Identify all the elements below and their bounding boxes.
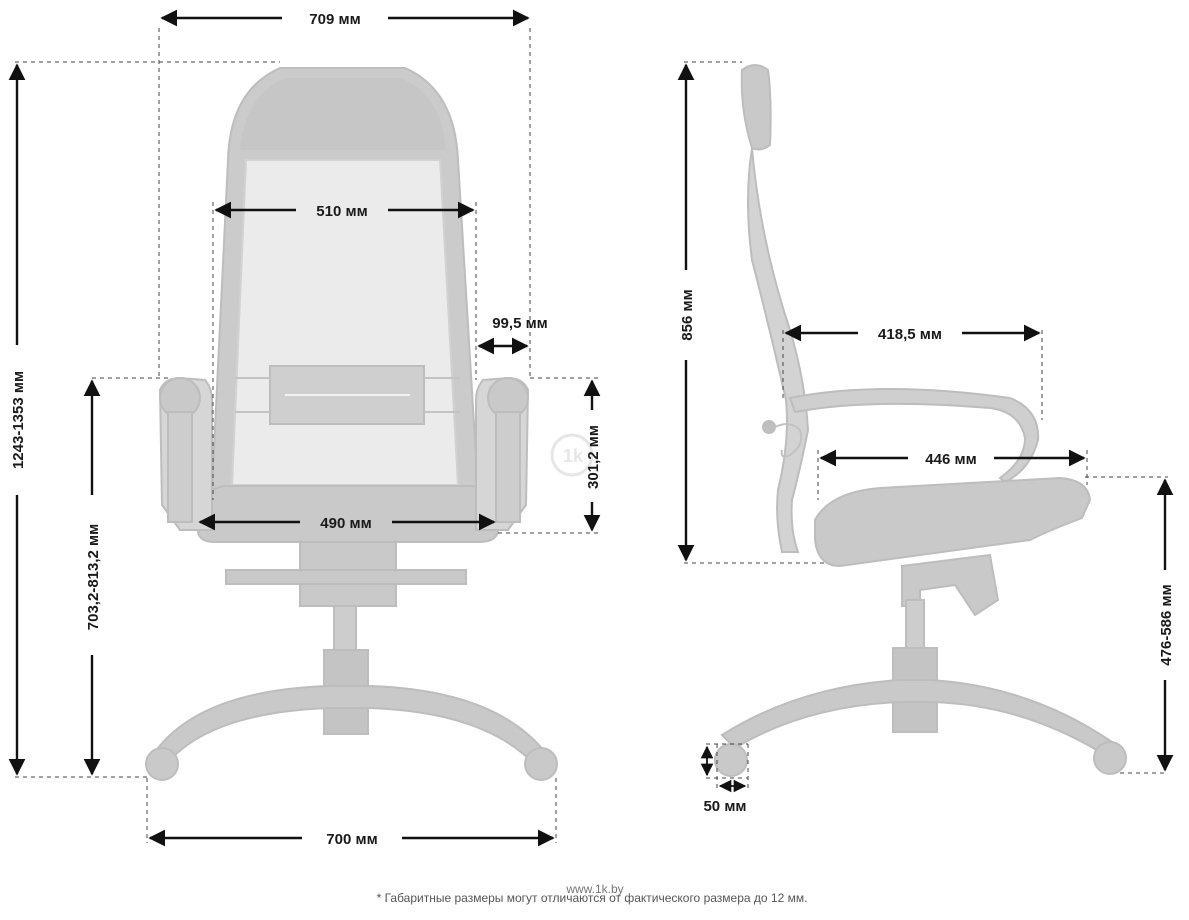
back-width-label: 510 мм [316, 203, 367, 220]
watermark-logo: 1k [550, 433, 594, 477]
overall-width-label: 709 мм [309, 11, 360, 28]
front-seat [196, 485, 499, 543]
caster-size-label: 50 мм [703, 798, 746, 815]
svg-text:1k: 1k [563, 446, 584, 466]
watermark-text: www.1k.by [565, 882, 623, 896]
armrest-offset-label: 99,5 мм [492, 315, 548, 332]
front-headrest [240, 78, 446, 150]
side-right-caster [1093, 741, 1127, 775]
overall-height-label: 1243-1353 мм [10, 371, 27, 469]
armrest-height-label: 703,2-813,2 мм [85, 524, 102, 630]
side-adjustment-knob [762, 420, 776, 434]
side-left-caster [714, 743, 748, 777]
front-gas-lift [333, 605, 357, 657]
armrest-above-seat-label: 301,2 мм [585, 425, 602, 489]
side-seat [814, 476, 1092, 568]
side-backrest [747, 147, 810, 553]
side-gas-lift [905, 599, 925, 653]
front-view-chair [145, 67, 558, 781]
front-left-caster [145, 747, 179, 781]
back-height-label: 856 мм [679, 289, 696, 340]
front-right-caster [524, 747, 558, 781]
seat-height-label: 476-586 мм [1158, 584, 1175, 665]
side-armrest [788, 388, 1040, 484]
guide-lines [15, 28, 1168, 843]
back-depth-label: 418,5 мм [878, 326, 942, 343]
side-view-chair [714, 64, 1127, 777]
dimension-arrows [8, 9, 1174, 847]
footnote: * Габаритные размеры могут отличаются от… [377, 891, 808, 905]
base-width-label: 700 мм [326, 831, 377, 848]
seat-width-label: 490 мм [320, 515, 371, 532]
seat-depth-label: 446 мм [925, 451, 976, 468]
side-headrest [740, 64, 772, 151]
